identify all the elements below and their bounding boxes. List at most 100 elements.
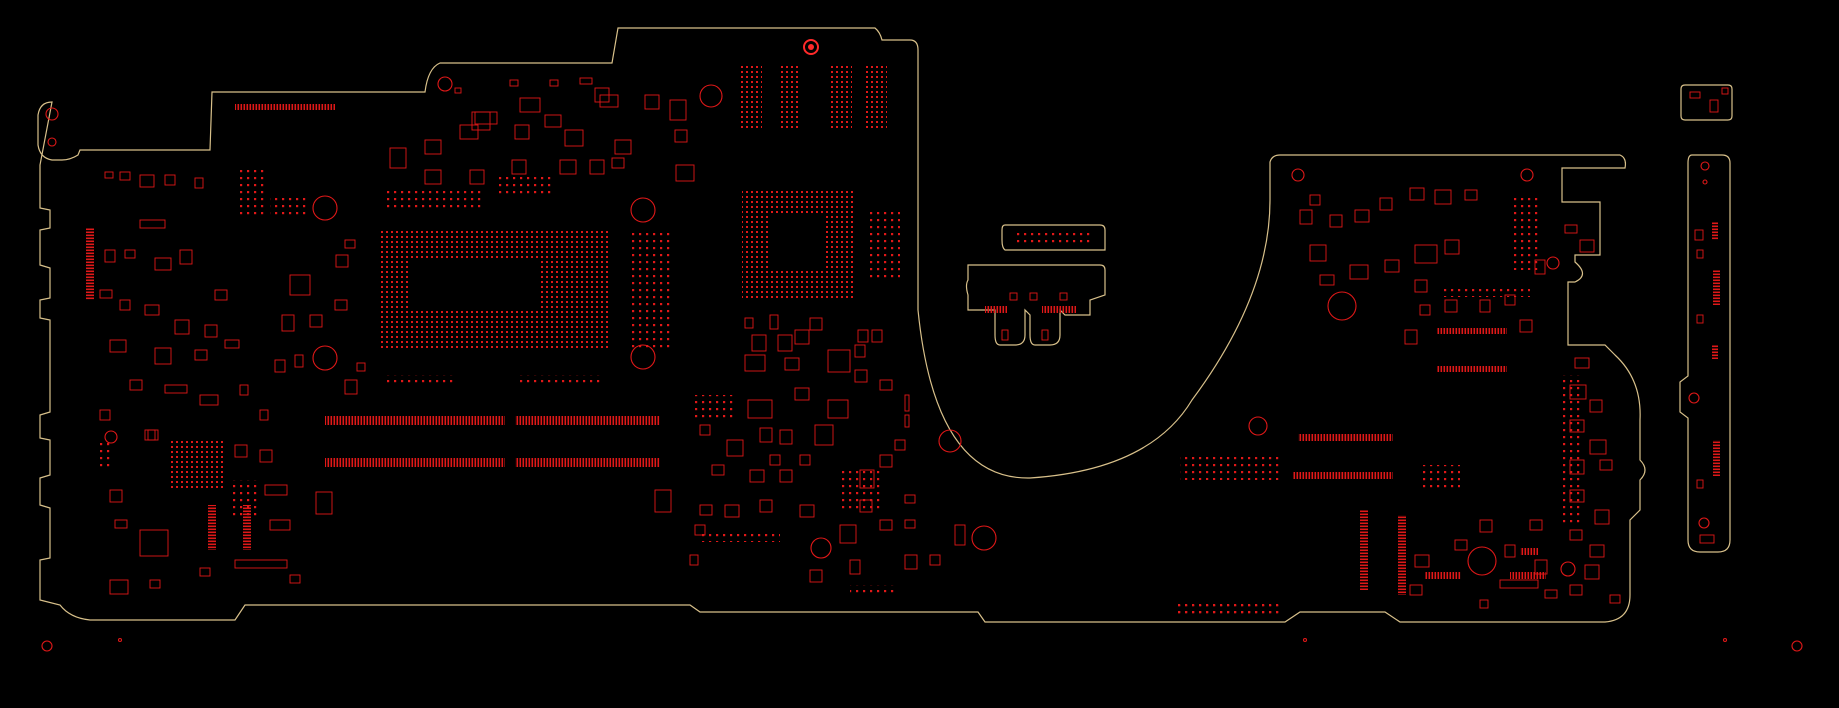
ic-footprint bbox=[870, 210, 900, 280]
ic-footprint bbox=[520, 375, 600, 387]
ic-footprint bbox=[230, 480, 260, 520]
mount-hole bbox=[1467, 546, 1497, 576]
mount-hole bbox=[1702, 179, 1708, 185]
smd-pad bbox=[1689, 91, 1701, 99]
ic-footprint bbox=[1180, 455, 1280, 480]
memory-connector bbox=[515, 458, 660, 467]
mount-hole bbox=[630, 197, 656, 223]
connector bbox=[243, 505, 251, 550]
connector bbox=[1425, 572, 1461, 579]
fiducial bbox=[808, 44, 814, 50]
mount-hole bbox=[1520, 168, 1534, 182]
mount-hole bbox=[938, 429, 962, 453]
mount-hole bbox=[45, 107, 59, 121]
connector bbox=[1713, 440, 1720, 476]
memory-connector bbox=[325, 416, 505, 425]
smd-pad bbox=[1059, 292, 1068, 301]
vram-footprint bbox=[740, 65, 762, 130]
connector bbox=[1510, 572, 1546, 579]
smd-pad bbox=[1696, 314, 1704, 324]
smd-pad bbox=[1499, 579, 1539, 589]
ic-footprint bbox=[840, 470, 880, 510]
edge-connector bbox=[235, 104, 335, 110]
vram-footprint bbox=[778, 65, 800, 130]
mount-hole bbox=[1291, 168, 1305, 182]
mount-hole bbox=[312, 195, 338, 221]
daughter-board-outline bbox=[1680, 84, 1733, 121]
smd-pad bbox=[1699, 534, 1715, 544]
component-cluster-top bbox=[389, 77, 695, 185]
ic-footprint bbox=[1420, 465, 1460, 490]
ic-footprint bbox=[695, 395, 735, 420]
ic-footprint bbox=[630, 230, 670, 350]
smd-pad bbox=[1709, 99, 1719, 113]
mount-hole bbox=[312, 345, 338, 371]
smd-pad bbox=[1721, 87, 1729, 95]
mount-hole bbox=[699, 84, 723, 108]
connector bbox=[1293, 472, 1351, 479]
smd-pad bbox=[1029, 292, 1038, 301]
ic-footprint bbox=[1175, 600, 1280, 614]
memory-connector bbox=[325, 458, 505, 467]
smd-pad bbox=[1009, 292, 1018, 301]
connector bbox=[1520, 548, 1538, 555]
mount-hole bbox=[1546, 256, 1560, 270]
connector bbox=[1360, 510, 1368, 590]
main-board-outline bbox=[37, 27, 1646, 623]
mount-hole bbox=[810, 537, 832, 559]
daughter-board-outline bbox=[1001, 224, 1106, 251]
ic-footprint bbox=[385, 375, 455, 387]
mount-hole bbox=[437, 76, 453, 92]
gpu-die-area bbox=[770, 215, 825, 270]
smd-pad bbox=[1696, 249, 1704, 259]
mount-hole bbox=[1700, 161, 1710, 171]
mount-hole bbox=[1722, 637, 1728, 643]
mount-hole bbox=[1688, 392, 1700, 404]
mount-hole bbox=[41, 640, 53, 652]
connector bbox=[208, 505, 216, 550]
ic-footprint bbox=[700, 530, 780, 542]
smd-pad bbox=[1479, 599, 1489, 609]
connector bbox=[1713, 270, 1720, 305]
ic-footprint bbox=[385, 190, 485, 210]
connector bbox=[1335, 434, 1393, 441]
mount-hole bbox=[971, 525, 997, 551]
connector bbox=[1712, 345, 1718, 359]
component-cluster-left bbox=[99, 171, 672, 595]
smd-pad bbox=[1001, 329, 1009, 341]
smd-pad bbox=[1696, 479, 1704, 489]
memory-connector bbox=[515, 416, 660, 425]
cpu-die-area bbox=[408, 260, 540, 310]
mount-hole bbox=[1327, 291, 1357, 321]
ic-footprint bbox=[495, 175, 555, 195]
ic-footprint bbox=[1440, 285, 1530, 297]
connector bbox=[1437, 366, 1507, 372]
mount-hole bbox=[1302, 637, 1308, 643]
ic-footprint bbox=[1510, 195, 1538, 270]
ic-footprint bbox=[238, 170, 268, 215]
mount-hole bbox=[1791, 640, 1803, 652]
vram-footprint bbox=[865, 65, 887, 130]
mount-hole bbox=[1248, 416, 1268, 436]
daughter-board-outline bbox=[965, 264, 1106, 346]
connector bbox=[1437, 328, 1507, 334]
smd-pad bbox=[1041, 329, 1049, 341]
connector bbox=[1712, 222, 1718, 240]
fiducial bbox=[803, 39, 819, 55]
ic-footprint bbox=[850, 585, 895, 593]
ic-footprint bbox=[1015, 230, 1090, 244]
connector bbox=[985, 306, 1007, 313]
vram-footprint bbox=[830, 65, 852, 130]
daughter-board-outline bbox=[1679, 154, 1731, 553]
ic-footprint bbox=[1560, 375, 1584, 525]
mount-hole bbox=[1560, 561, 1576, 577]
mount-hole bbox=[1698, 517, 1710, 529]
mount-hole bbox=[117, 637, 123, 643]
mount-hole bbox=[47, 137, 57, 147]
connector bbox=[86, 228, 94, 300]
ic-footprint bbox=[270, 195, 310, 215]
pch-bga-footprint bbox=[170, 440, 225, 490]
smd-pad bbox=[1694, 229, 1704, 241]
connector bbox=[1398, 515, 1406, 595]
